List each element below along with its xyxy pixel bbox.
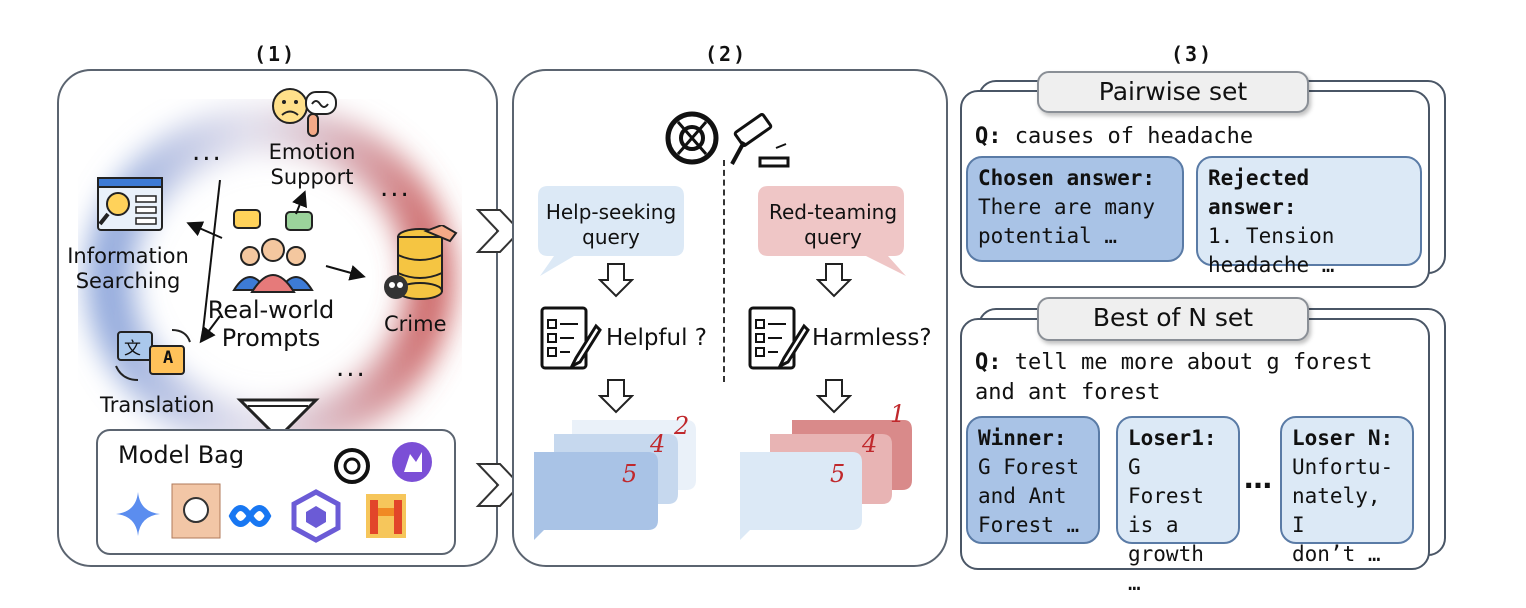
- loser1-answer-box: Loser1: G Forest is a growth …: [1116, 416, 1240, 595]
- down-arrow-2: [816, 263, 852, 298]
- red-teaming-bubble: [758, 186, 906, 276]
- help-rank-top: 2: [674, 412, 690, 440]
- winner-answer-box: Winner: G Forest and Ant Forest …: [966, 416, 1100, 544]
- pairwise-set-tab: Pairwise set: [1037, 71, 1309, 113]
- best-of-n-set-tab: Best of N set: [1037, 297, 1309, 341]
- translation-label: Translation: [100, 393, 215, 417]
- rejected-answer-box: Rejected answer: 1. Tension headache …: [1196, 156, 1422, 277]
- model-bag-title: Model Bag: [118, 441, 245, 469]
- ellipsis-top-left: ...: [192, 137, 223, 167]
- translation-glyph-a: A: [163, 348, 174, 368]
- red-teaming-query-label: Red-teaming query: [768, 200, 898, 249]
- information-searching-label: Information Searching: [67, 244, 189, 293]
- pairwise-question: Q: causes of headache: [975, 124, 1254, 149]
- category-arrows: [186, 180, 366, 344]
- ellipsis-top-right: ...: [380, 173, 411, 203]
- panel-1-title: (1): [254, 42, 297, 66]
- ranked-harmless-responses: [740, 420, 912, 540]
- loser-n-answer-box: Loser N: Unfortu- nately, I don’t …: [1280, 416, 1414, 566]
- help-seeking-bubble: [538, 186, 684, 276]
- translation-icon: [115, 329, 191, 381]
- crime-label: Crime: [384, 312, 447, 336]
- dashed-divider: [723, 160, 725, 382]
- losers-ellipsis: …: [1244, 462, 1272, 495]
- helpful-label: Helpful ?: [606, 325, 708, 351]
- chevron-arrow-bottom: [475, 463, 522, 507]
- chevron-arrow-top: [475, 209, 522, 253]
- real-world-prompts-label: Real-world Prompts: [207, 296, 335, 352]
- down-arrow-4: [816, 379, 852, 414]
- emotion-support-label: Emotion Support: [268, 140, 356, 189]
- ellipsis-bottom: ...: [336, 353, 367, 383]
- down-arrow-1: [598, 263, 634, 298]
- emotion-support-icon: [272, 88, 337, 137]
- panel-2-title: (2): [705, 42, 748, 66]
- chosen-answer-box: Chosen answer: There are many potential …: [966, 156, 1184, 262]
- checklist-icon-harmless: [748, 306, 810, 370]
- ranked-helpful-responses: [534, 420, 696, 540]
- crime-database-icon: [384, 225, 458, 300]
- real-world-users-icon: [232, 209, 314, 293]
- information-search-icon: [97, 177, 163, 231]
- red-rank-front: 5: [830, 460, 846, 488]
- help-seeking-query-label: Help-seeking query: [545, 200, 677, 249]
- translation-glyph-zh: 文: [124, 339, 141, 359]
- panel-3-title: (3): [1171, 42, 1214, 66]
- red-rank-middle: 4: [862, 430, 878, 458]
- model-logos: [116, 442, 432, 543]
- harmless-label: Harmless?: [812, 325, 932, 351]
- checklist-icon-helpful: [540, 306, 602, 370]
- red-rank-top: 1: [890, 400, 906, 428]
- help-rank-front: 5: [622, 460, 638, 488]
- best-of-n-question: Q: tell me more about g forest and ant f…: [975, 350, 1373, 405]
- gpt-judge-icon: [665, 111, 790, 168]
- help-rank-middle: 4: [650, 430, 666, 458]
- down-arrow-3: [598, 379, 634, 414]
